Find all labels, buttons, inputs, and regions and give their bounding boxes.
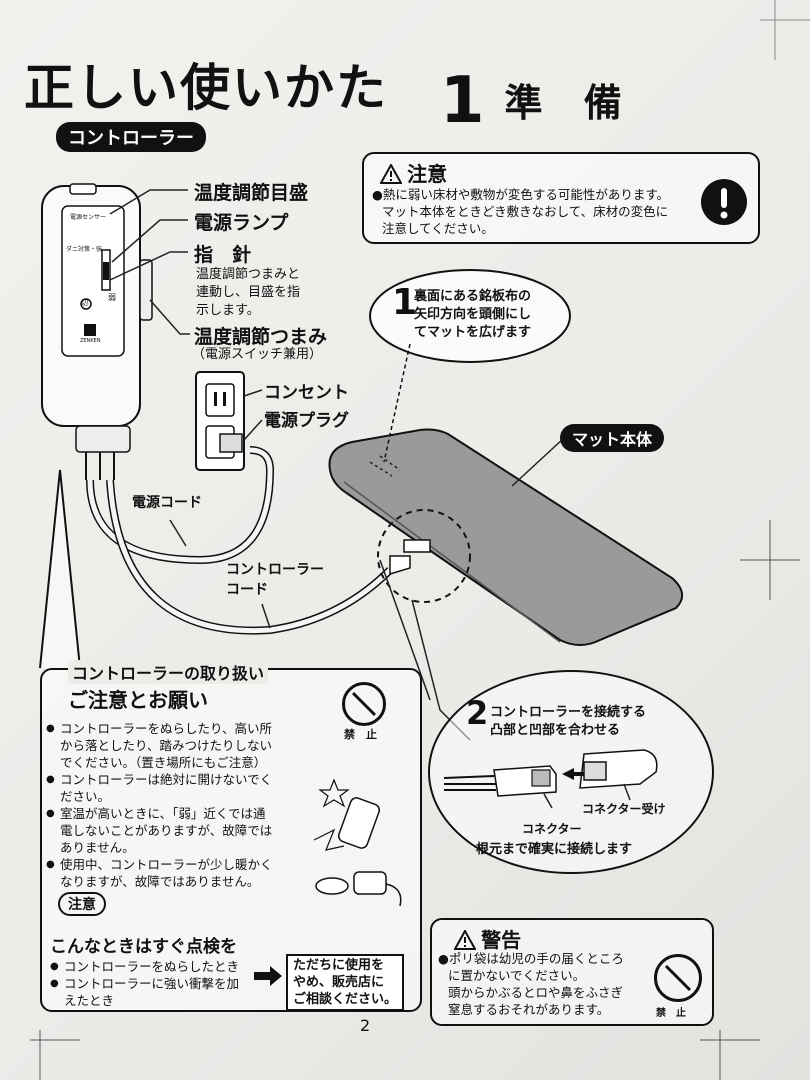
caution-line: ●熱に弱い床材や敷物が変色する可能性があります。 <box>372 187 670 202</box>
device-high-label: ダニ対策・強 <box>66 246 103 253</box>
device-low-label: 弱 <box>108 293 116 302</box>
connector-receiver-label: コネクター受け <box>582 802 666 816</box>
step2-number: 2 <box>466 694 489 732</box>
pointer-description: 温度調節つまみと 連動し、目盛を指 示します。 <box>196 267 301 318</box>
caution-line: マット本体をときどき敷きなおして、床材の変色に <box>382 204 669 219</box>
step-title: 準 備 <box>504 81 636 125</box>
note-tag: 注意 <box>58 892 106 916</box>
handling-title: ご注意とお願い <box>68 688 208 712</box>
warning-text: ●ポリ袋は幼児の手の届くところ に置かないでください。 頭からかぶるとロや鼻をふ… <box>438 951 624 1017</box>
pointer-label: 指 針 <box>194 244 252 266</box>
connector-label: コネクター <box>522 822 582 836</box>
caution-title: 注意 <box>407 162 448 186</box>
controller-drop-illustration <box>313 778 402 907</box>
connector-instruction: 根元まで確実に接続します <box>476 842 633 857</box>
step-heading: 1 準 備 <box>440 64 636 138</box>
temp-knob-sublabel: （電源スイッチ兼用） <box>192 347 323 362</box>
device-off-label: 切 <box>81 299 88 307</box>
power-lamp-label: 電源ランプ <box>194 212 289 234</box>
step2-circle: 2 コントローラーを接続する 凸部と凹部を合わせる コネクター受け コネクター … <box>428 670 714 874</box>
step1-number: 1 <box>392 282 418 323</box>
handling-header: コントローラーの取り扱い <box>68 660 269 684</box>
step-number: 1 <box>440 64 485 138</box>
prohibition-label: 禁 止 <box>656 1008 686 1019</box>
connector-illustration <box>443 749 658 809</box>
caution-text: ●熱に弱い床材や敷物が変色する可能性があります。 マット本体をときどき敷きなおし… <box>372 186 692 237</box>
temp-scale-label: 温度調節目盛 <box>194 182 309 204</box>
handling-box: コントローラーの取り扱い ご注意とお願い 禁 止 コントローラーをぬらしたり、高… <box>40 660 422 1012</box>
list-item: コントローラーをぬらしたとき <box>50 958 260 975</box>
check-title: こんなときはすぐ点検を <box>50 937 237 957</box>
warning-triangle-icon <box>379 162 403 184</box>
warning-title: 警告 <box>481 928 522 952</box>
temp-knob-label: 温度調節つまみ <box>194 326 328 348</box>
step2-text: コントローラーを接続する 凸部と凹部を合わせる <box>490 705 647 738</box>
exclamation-circle-icon <box>701 179 747 225</box>
page-title: 正しい使いかた <box>24 59 388 117</box>
warning-box: 警告 ●ポリ袋は幼児の手の届くところ に置かないでください。 頭からかぶるとロや… <box>430 918 714 1026</box>
list-item: コントローラーをぬらしたり、高い所から落としたり、踏みつけたりしないでください。… <box>46 720 296 771</box>
warning-triangle-icon <box>453 928 477 950</box>
controller-cord-label: コントローラー コード <box>226 562 324 598</box>
caution-header: 注意 <box>379 158 448 187</box>
caution-line: 注意してください。 <box>382 221 494 236</box>
controller-tag: コントローラー <box>56 122 206 152</box>
plug-label: 電源プラグ <box>264 411 349 431</box>
arrow-right-icon <box>254 966 282 986</box>
step1-text: 裏面にある銘板布の 矢印方向を頭側にし てマットを広げます <box>414 289 532 340</box>
page-number: 2 <box>360 1016 371 1035</box>
stop-use-box: ただちに使用を やめ、販売店に ご相談ください。 <box>286 954 405 1011</box>
caution-box: 注意 ●熱に弱い床材や敷物が変色する可能性があります。 マット本体をときどき敷き… <box>362 152 760 244</box>
power-cord-label: 電源コード <box>132 495 202 511</box>
handling-bullets: コントローラーをぬらしたり、高い所から落としたり、踏みつけたりしないでください。… <box>46 720 296 890</box>
prohibition-icon <box>342 682 386 726</box>
prohibition-icon <box>654 954 702 1002</box>
device-sensor-label: 電源センサー <box>70 214 107 221</box>
prohibition-label: 禁 止 <box>344 728 377 741</box>
controller-device <box>41 183 153 480</box>
outlet-label: コンセント <box>264 383 349 403</box>
brand-logo-text: ZENKEN <box>80 338 101 344</box>
mat-body-tag: マット本体 <box>560 424 665 452</box>
warning-header: 警告 <box>453 924 522 953</box>
wall-outlet <box>195 371 263 471</box>
